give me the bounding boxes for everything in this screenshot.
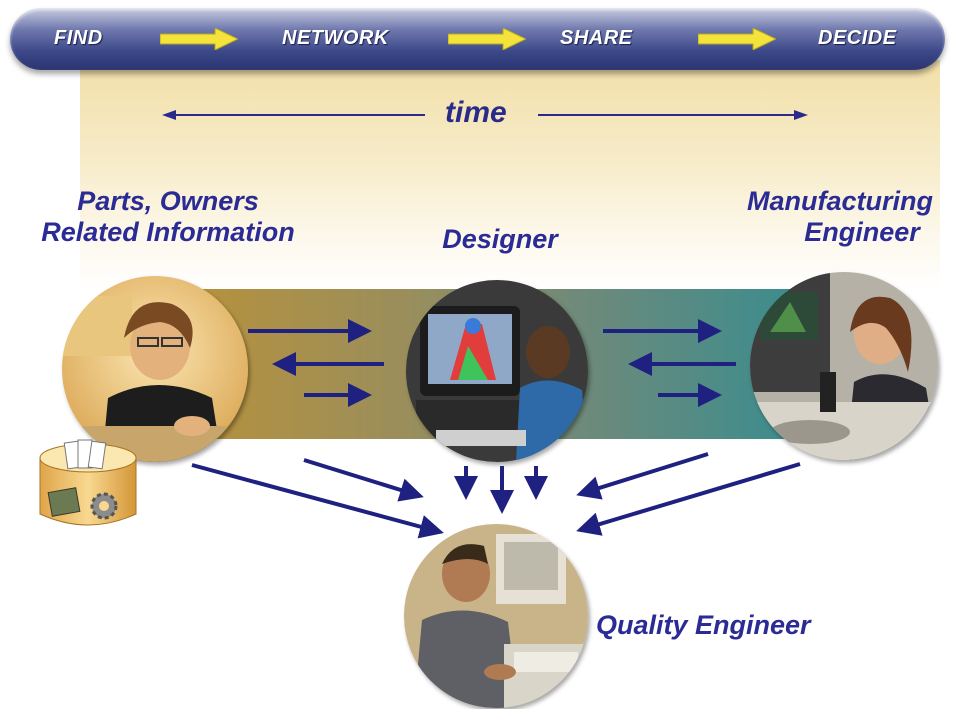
flow-arrow-parts-to-quality: [191, 463, 444, 539]
person-photo-quality: [404, 524, 588, 708]
database-drum-icon: [39, 439, 137, 526]
role-label-manufacturing-line2: Engineer: [804, 217, 920, 247]
process-banner: FIND NETWORK SHARE DECIDE: [10, 8, 945, 70]
step-decide: DECIDE: [818, 27, 897, 49]
flow-arrow-mfg-to-quality: [576, 452, 709, 500]
role-label-parts-line2: Related Information: [41, 217, 295, 247]
yellow-arrow-icon: [160, 28, 238, 50]
role-label-quality: Quality Engineer: [596, 610, 811, 640]
step-share: SHARE: [560, 27, 633, 49]
time-arrow-right: [538, 110, 808, 120]
role-label-manufacturing-line1: Manufacturing: [747, 186, 933, 216]
role-label-parts: Parts, Owners Related Information: [18, 186, 318, 248]
role-label-manufacturing: Manufacturing Engineer: [725, 186, 955, 248]
flow-arrow-mfg-to-quality-2: [576, 462, 801, 536]
yellow-arrow-icon: [698, 28, 776, 50]
person-photo-designer: [406, 280, 588, 462]
step-find: FIND: [54, 27, 103, 49]
yellow-arrow-icon: [448, 28, 526, 50]
time-label: time: [445, 96, 507, 129]
step-network: NETWORK: [282, 27, 389, 49]
role-label-parts-line1: Parts, Owners: [77, 186, 259, 216]
background-glow: [80, 60, 940, 290]
flow-arrow-parts-to-quality-2: [303, 458, 424, 502]
role-label-designer: Designer: [442, 224, 558, 254]
time-arrow-left: [162, 110, 425, 120]
